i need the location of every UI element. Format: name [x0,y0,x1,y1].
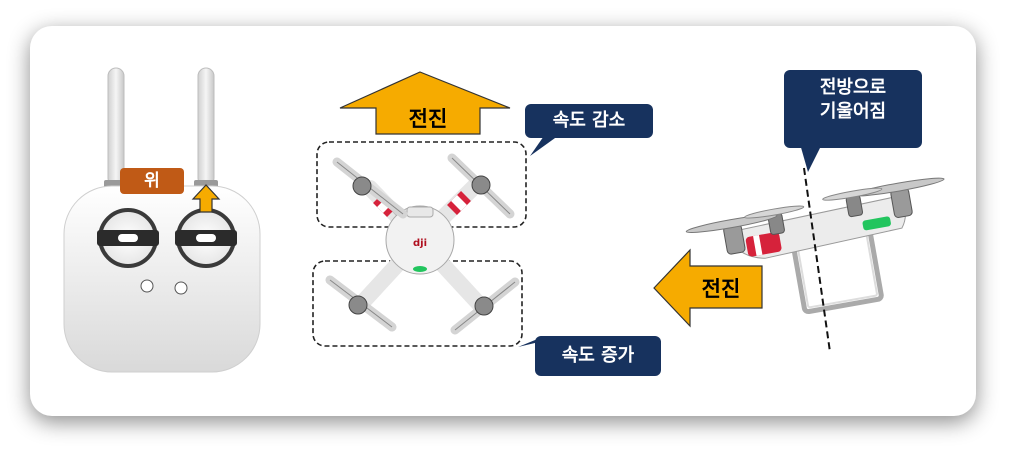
tilt-axis-line [803,167,831,353]
forward-arrow-left [653,248,763,328]
speed-increase-callout: 속도 증가 [535,336,661,376]
rear-led [413,266,427,272]
side-view-drone [653,144,945,353]
propeller-front-right [447,153,515,219]
remote-button-right [174,281,188,295]
remote-controller [63,67,261,373]
svg-text:dji: dji [413,238,427,249]
tilt-forward-callout: 전방으로 기울어짐 [784,70,922,148]
remote-body [63,185,261,373]
top-view-drone: dji [312,71,562,347]
decrease-callout-pointer [530,133,562,156]
front-motors-region [316,141,527,228]
top-drone-body [385,205,455,275]
tilt-label-line1: 전방으로 [819,77,887,98]
up-label: 위 [120,168,184,194]
forward-arrow-up [339,71,511,135]
propeller-rear-left [325,275,397,332]
propeller-front-left [332,157,408,219]
right-antenna [197,67,215,187]
side-propeller-left [685,214,778,234]
stick-up-arrow [191,184,221,213]
tilt-label-line2: 기울어짐 [819,101,887,122]
side-forward-label: 전진 [701,277,741,301]
speed-decrease-callout: 속도 감소 [525,104,653,138]
remote-button-left [140,279,154,293]
tilt-callout-pointer [800,144,822,172]
propeller-rear-right [450,277,520,335]
top-forward-label: 전진 [408,107,448,131]
